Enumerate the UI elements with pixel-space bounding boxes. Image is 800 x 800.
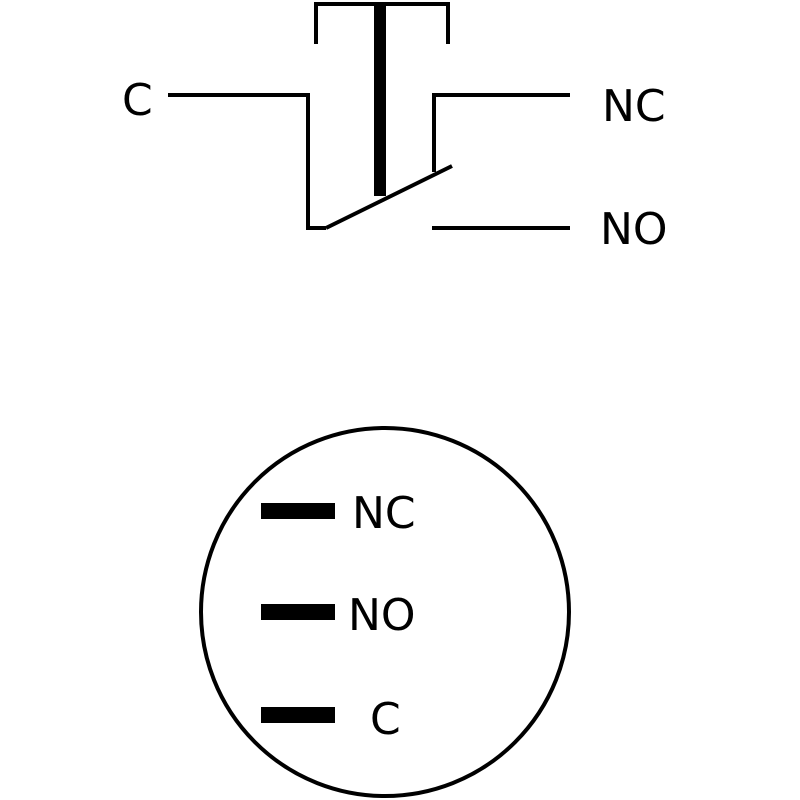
contact-blade: [325, 164, 453, 230]
switch-body-outline: [199, 426, 571, 798]
pin-label-c: C: [370, 694, 401, 745]
switch-pinout: NC NO C: [199, 426, 571, 798]
label-common: C: [122, 75, 153, 126]
pin-c: [261, 707, 335, 723]
pin-no: [261, 604, 335, 620]
pin-nc: [261, 503, 335, 519]
actuator-stem: [374, 4, 386, 196]
nc-terminal-wire: [432, 93, 570, 172]
label-normally-open: NO: [600, 204, 668, 255]
switch-schematic: C NC NO: [122, 2, 668, 255]
pin-label-no: NO: [348, 590, 416, 641]
label-normally-closed: NC: [602, 81, 666, 132]
common-terminal-wire: [168, 93, 326, 230]
pin-label-nc: NC: [352, 488, 416, 539]
